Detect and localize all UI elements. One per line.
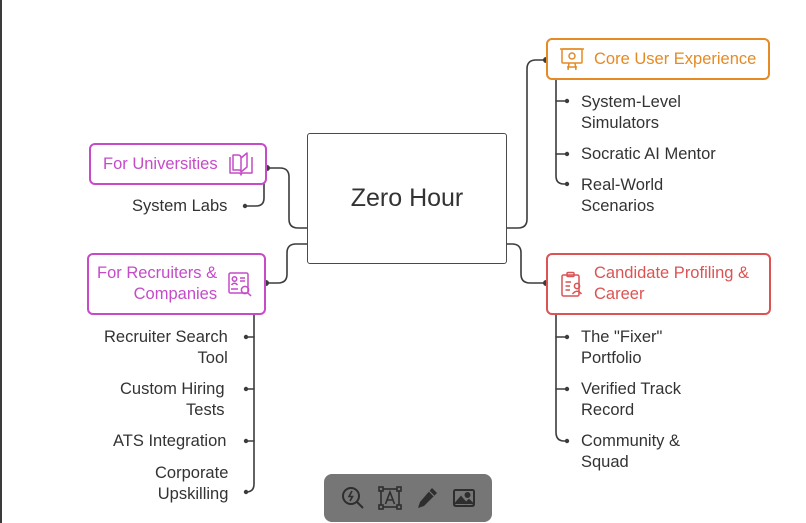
- central-topic-label: Zero Hour: [350, 184, 464, 212]
- floating-toolbar: [324, 474, 492, 522]
- leaf-community-squad[interactable]: Community & Squad: [581, 432, 681, 471]
- leaf-ats-integration[interactable]: ATS Integration: [113, 432, 227, 450]
- branch-candidate-label: Candidate Profiling & Career: [594, 264, 750, 303]
- leaf-system-labs[interactable]: System Labs: [132, 196, 227, 217]
- central-topic[interactable]: Zero Hour: [307, 133, 507, 264]
- branch-core-user-experience[interactable]: Core User Experience: [546, 38, 770, 80]
- leaf-custom-hiring-tests[interactable]: Custom Hiring Tests: [120, 380, 225, 419]
- pen-icon[interactable]: [412, 483, 442, 513]
- branch-recruiters[interactable]: For Recruiters & Companies: [87, 253, 266, 315]
- clipboard-user-icon: [558, 270, 586, 298]
- id-card-search-icon: [226, 270, 254, 298]
- leaf-fixer-portfolio[interactable]: The "Fixer" Portfolio: [581, 328, 663, 367]
- branch-universities-label: For Universities: [103, 154, 218, 173]
- leaf-real-world-scenarios[interactable]: Real-World Scenarios: [581, 176, 664, 215]
- leaf-label: System Labs: [132, 197, 228, 215]
- branch-candidate-profiling[interactable]: Candidate Profiling & Career: [546, 253, 771, 315]
- branch-core-label: Core User Experience: [594, 49, 757, 68]
- open-book-icon: [227, 150, 255, 178]
- presentation-board-icon: [558, 45, 586, 73]
- leaf-recruiter-search-tool[interactable]: Recruiter Search Tool: [104, 328, 228, 367]
- branch-recruiters-label: For Recruiters & Companies: [97, 264, 218, 303]
- window-left-edge: [0, 0, 2, 523]
- magic-zoom-icon[interactable]: [338, 483, 368, 513]
- image-icon[interactable]: [449, 483, 479, 513]
- text-tool-icon[interactable]: [375, 483, 405, 513]
- leaf-system-level-simulators[interactable]: System-Level Simulators: [581, 93, 681, 132]
- leaf-verified-track-record[interactable]: Verified Track Record: [581, 380, 681, 419]
- leaf-socratic-ai-mentor[interactable]: Socratic AI Mentor: [581, 145, 716, 163]
- branch-universities[interactable]: For Universities: [89, 143, 267, 185]
- leaf-corporate-upskilling[interactable]: Corporate Upskilling: [155, 464, 229, 503]
